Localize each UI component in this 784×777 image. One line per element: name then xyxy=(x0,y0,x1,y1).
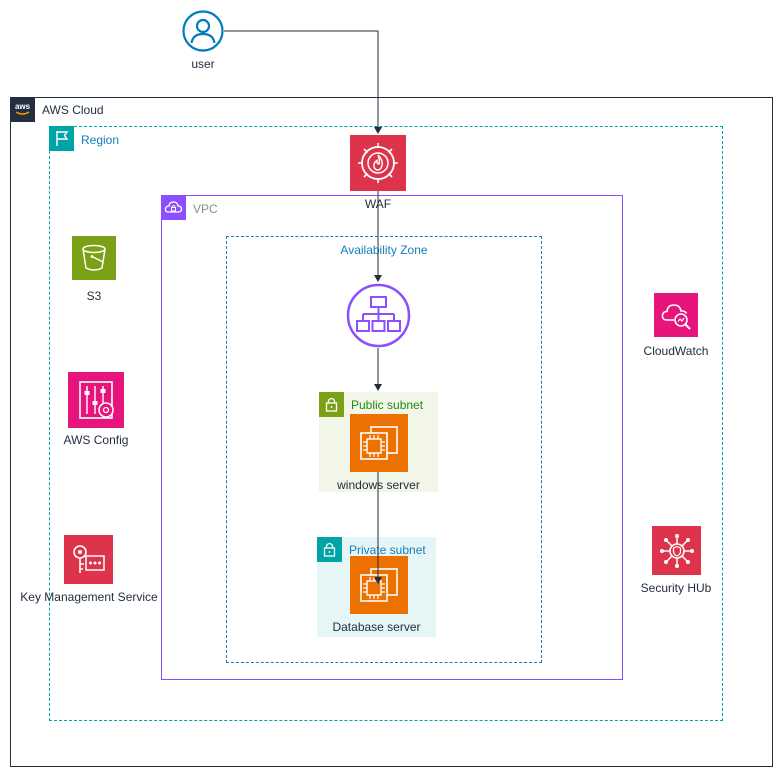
availability-zone-group xyxy=(226,236,542,663)
database-server-ec2-icon[interactable] xyxy=(350,556,408,614)
elastic-load-balancer-icon[interactable] xyxy=(346,283,411,348)
kms-label: Key Management Service xyxy=(20,590,158,604)
user-icon[interactable] xyxy=(182,10,224,52)
svg-text:aws: aws xyxy=(15,102,31,111)
s3-label: S3 xyxy=(86,289,102,303)
vpc-group xyxy=(161,195,623,680)
aws-config-icon[interactable] xyxy=(68,372,124,428)
database-server-label: Database server xyxy=(332,620,421,634)
aws-config-label: AWS Config xyxy=(63,433,129,447)
region-group xyxy=(49,126,723,721)
security-hub-icon[interactable] xyxy=(652,526,701,575)
user-label: user xyxy=(191,57,215,71)
aws-cloud-label: AWS Cloud xyxy=(42,103,104,117)
availability-zone-label: Availability Zone xyxy=(340,243,428,257)
vpc-label: VPC xyxy=(193,202,218,216)
ec2-instance-icon[interactable] xyxy=(350,414,408,472)
public-subnet-lock-icon xyxy=(319,392,344,417)
private-subnet-lock-icon xyxy=(317,537,342,562)
waf-icon[interactable] xyxy=(350,135,406,191)
connector-user-to-waf xyxy=(224,30,382,134)
private-subnet-label: Private subnet xyxy=(349,543,426,557)
region-label: Region xyxy=(81,133,120,147)
region-flag-icon xyxy=(49,126,74,151)
vpc-cloud-icon xyxy=(161,195,186,220)
s3-bucket-icon[interactable] xyxy=(72,236,116,280)
public-subnet-label: Public subnet xyxy=(351,398,424,412)
aws-logo-icon: aws xyxy=(10,97,35,122)
security-hub-label: Security HUb xyxy=(640,581,712,595)
cloudwatch-label: CloudWatch xyxy=(643,344,709,358)
cloudwatch-icon[interactable] xyxy=(654,293,698,337)
aws-cloud-group xyxy=(10,97,773,767)
kms-icon[interactable] xyxy=(64,535,113,584)
